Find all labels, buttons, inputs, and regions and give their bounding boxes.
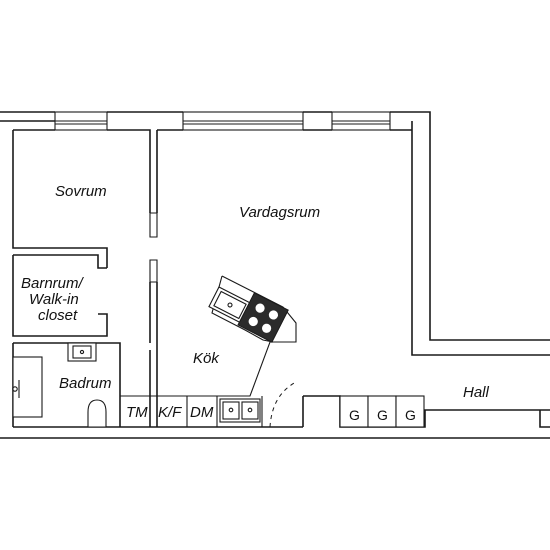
label-barnrum-1: Barnrum/: [21, 275, 85, 292]
wall-vardagsrum-left: [156, 129, 412, 213]
label-kf: K/F: [158, 404, 182, 421]
bathroom-sink: [67, 342, 97, 362]
wall-cabinets: [120, 395, 217, 427]
wardrobe-1: [339, 395, 369, 428]
wardrobe-3: [395, 395, 425, 428]
kitchen-fixtures: [208, 275, 297, 428]
wall-center: [149, 282, 158, 427]
label-vardagsrum: Vardagsrum: [239, 204, 320, 221]
door-swing: [269, 381, 297, 428]
label-dm: DM: [190, 404, 214, 421]
label-barnrum-2: Walk-in: [29, 291, 79, 308]
windows: [54, 111, 391, 131]
bathroom-fixtures: [12, 342, 107, 428]
label-kok: Kök: [193, 350, 220, 367]
label-barnrum-3: closet: [38, 307, 78, 324]
hall-wardrobes: [339, 395, 425, 428]
stove: [237, 292, 289, 343]
label-g1: G: [349, 407, 360, 423]
hall-right-stub: [539, 410, 550, 428]
wall-sovrum: [12, 129, 151, 268]
label-sovrum: Sovrum: [55, 183, 107, 200]
room-labels: Sovrum Vardagsrum Barnrum/ Walk-in close…: [21, 183, 490, 401]
label-g3: G: [405, 407, 416, 423]
label-tm: TM: [126, 404, 148, 421]
outer-wall-right-upper: [412, 111, 550, 341]
door-leaf-kok: [149, 259, 158, 283]
label-badrum: Badrum: [59, 375, 112, 392]
outer-walls: [0, 111, 550, 439]
fixture-labels: TM K/F DM G G G: [126, 404, 416, 423]
label-g2: G: [377, 407, 388, 423]
wall-barnrum: [12, 254, 108, 337]
outer-wall-right-inner: [411, 121, 550, 356]
double-sink: [219, 398, 261, 423]
toilet: [87, 399, 107, 428]
label-hall: Hall: [463, 384, 490, 401]
kitchen-sink: [208, 286, 254, 325]
door-leaf-sovrum: [149, 212, 158, 238]
lower-counter: [216, 396, 263, 427]
bathtub: [12, 356, 43, 418]
